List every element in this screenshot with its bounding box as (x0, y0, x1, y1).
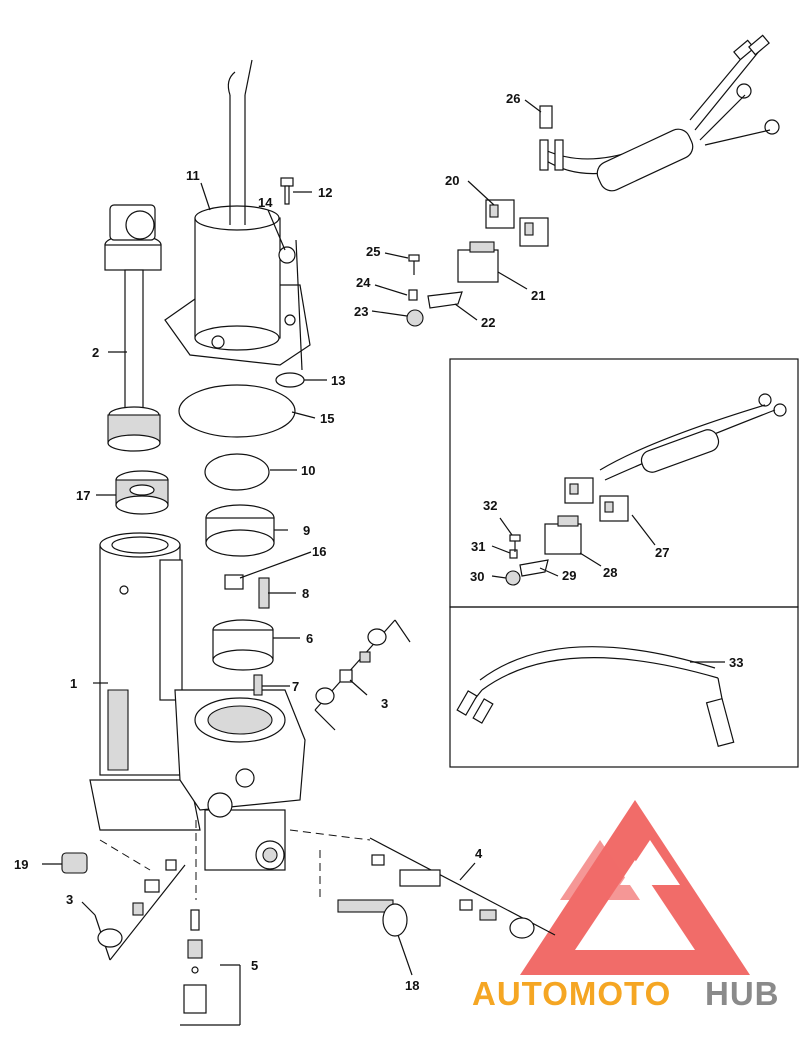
part-14-clip (278, 246, 296, 264)
part-label-23: 23 (354, 304, 368, 319)
part-18-manual-release-valve (337, 899, 408, 937)
part-8-screw (258, 577, 270, 609)
part-label-29: 29 (562, 568, 576, 583)
part-29-bracket (519, 559, 549, 577)
part-label-6: 6 (306, 631, 313, 646)
part-label-16: 16 (312, 544, 326, 559)
part-24-bushing (408, 289, 418, 301)
part-label-5: 5 (251, 958, 258, 973)
part-label-20: 20 (445, 173, 459, 188)
part-1-trim-cylinder (89, 532, 201, 831)
part-10-o-ring (204, 453, 270, 491)
part-label-31: 31 (471, 539, 485, 554)
part-label-26: 26 (506, 91, 520, 106)
part-1-manifold (174, 689, 306, 871)
part-label-21: 21 (531, 288, 545, 303)
part-label-19: 19 (14, 857, 28, 872)
part-30-grommet (505, 570, 521, 586)
part-label-3-lower: 3 (66, 892, 73, 907)
inset-box-relays (449, 358, 799, 608)
part-label-4: 4 (475, 846, 483, 861)
part-2-ram-rod (104, 204, 162, 452)
part-label-17: 17 (76, 488, 90, 503)
part-15-o-ring (178, 384, 296, 438)
part-12-screw (280, 177, 294, 205)
part-25-screw (408, 254, 420, 275)
part-17-seal (115, 470, 169, 515)
part-label-32: 32 (483, 498, 497, 513)
leader-lines (42, 99, 725, 976)
part-label-18: 18 (405, 978, 419, 993)
part-28-relay (544, 515, 582, 555)
part-label-22: 22 (481, 315, 495, 330)
part-27-relay-harness-assembly (564, 393, 787, 522)
part-label-3-upper: 3 (381, 696, 388, 711)
part-20-wiring-harness (485, 34, 780, 247)
part-label-30: 30 (470, 569, 484, 584)
part-11-trim-motor (164, 59, 311, 366)
part-label-8: 8 (302, 586, 309, 601)
part-label-2: 2 (92, 345, 99, 360)
part-22-bracket (427, 291, 463, 309)
part-13-ground-strap (275, 239, 305, 388)
part-7-check-valve (253, 674, 263, 696)
part-label-12: 12 (318, 185, 332, 200)
part-3-valve-kit-upper (314, 619, 411, 731)
part-32-screw (509, 534, 521, 552)
part-label-15: 15 (320, 411, 334, 426)
watermark-text-gray: HUB (705, 975, 780, 1012)
part-label-14: 14 (258, 195, 273, 210)
part-label-10: 10 (301, 463, 315, 478)
part-26-connector-sleeve (539, 105, 553, 129)
part-label-1: 1 (70, 676, 77, 691)
part-21-relay (457, 241, 499, 283)
part-6-pump (212, 619, 274, 671)
part-19-plug (61, 852, 88, 874)
watermark-text-orange: AUTOMOTO (472, 975, 671, 1012)
inset-box-harness (449, 606, 799, 768)
part-label-33: 33 (729, 655, 743, 670)
part-23-grommet (406, 309, 424, 327)
part-label-11: 11 (186, 168, 200, 183)
part-4-manual-release-kit (369, 837, 556, 939)
part-31-bushing (509, 549, 518, 559)
part-16-spring (224, 574, 244, 590)
centerline (289, 829, 371, 841)
part-5-valve-assembly (180, 909, 241, 1026)
centerline (99, 839, 151, 871)
part-3-valve-kit-lower (94, 859, 186, 961)
part-label-7: 7 (292, 679, 299, 694)
part-label-13: 13 (331, 373, 345, 388)
part-label-27: 27 (655, 545, 669, 560)
part-label-25: 25 (366, 244, 380, 259)
part-9-reservoir-ring (205, 504, 275, 557)
part-label-24: 24 (356, 275, 371, 290)
part-33-extension-harness (456, 646, 735, 748)
watermark-logo-icon (520, 800, 750, 975)
part-label-28: 28 (603, 565, 617, 580)
part-label-9: 9 (303, 523, 310, 538)
